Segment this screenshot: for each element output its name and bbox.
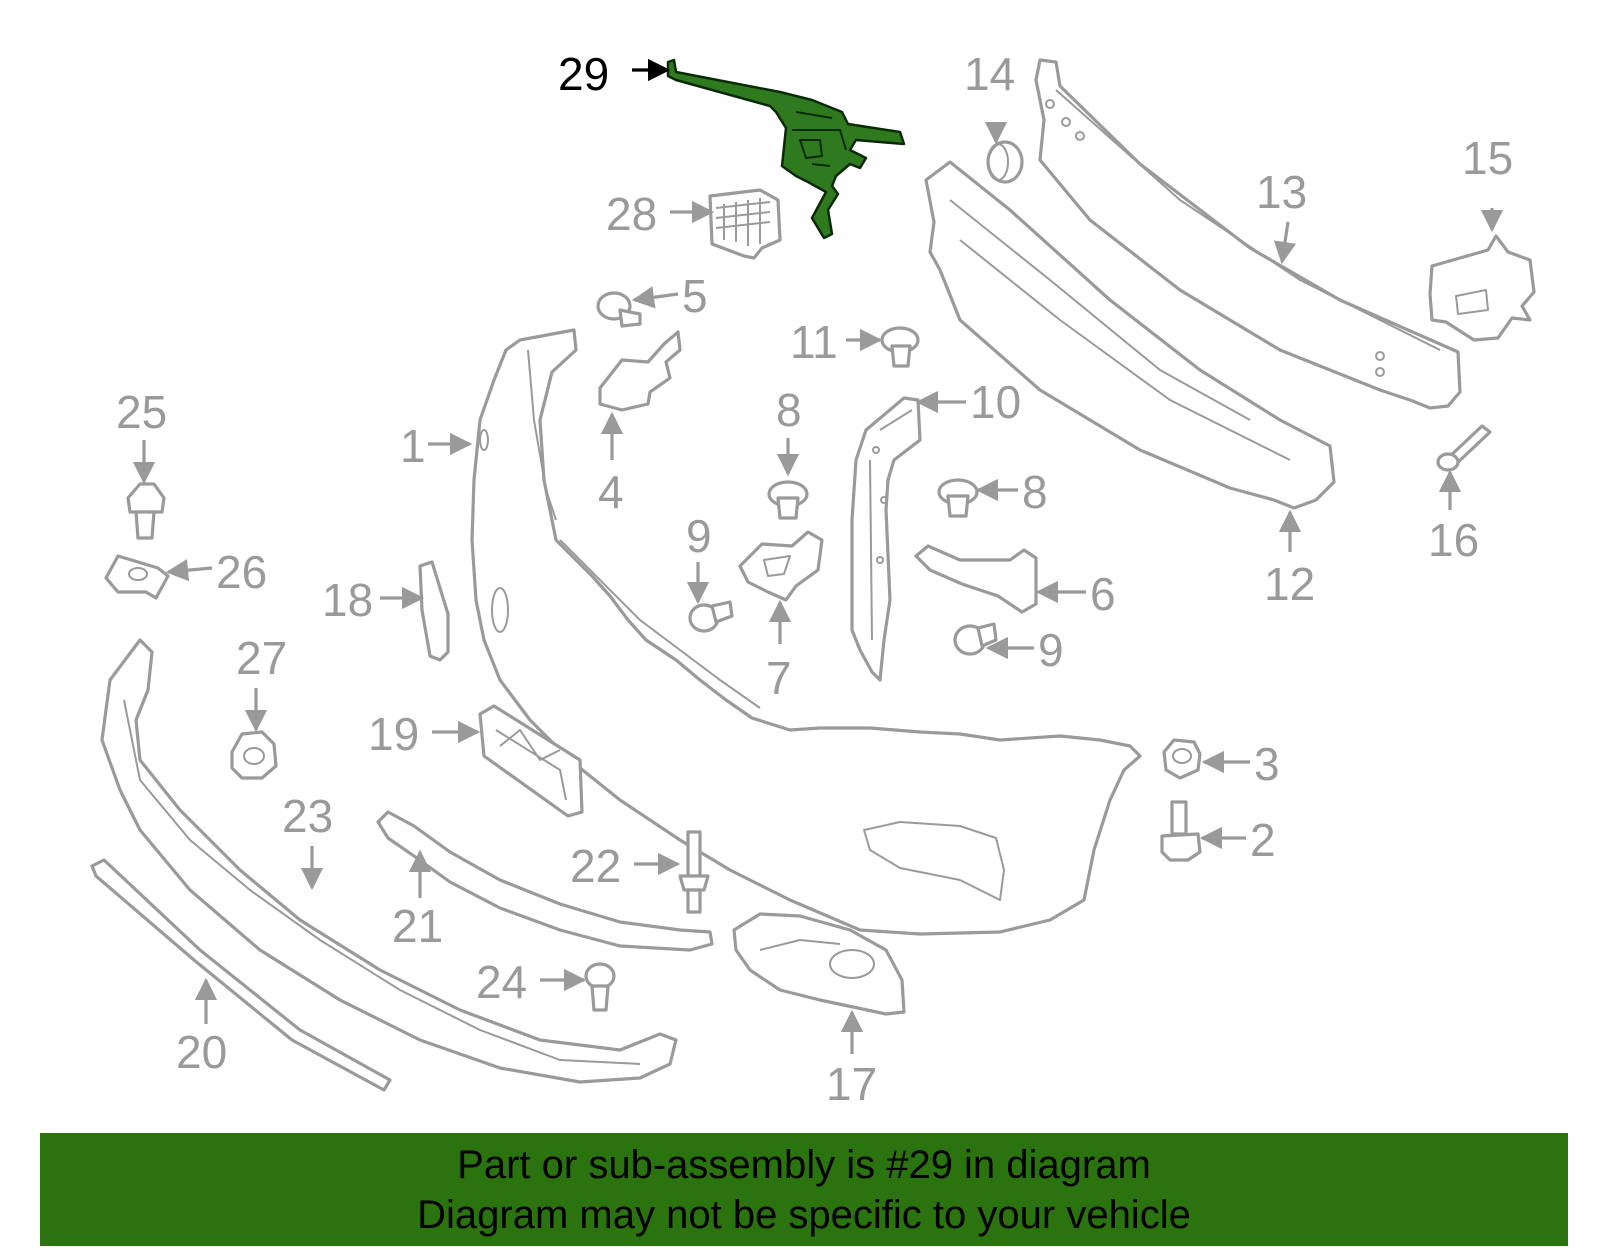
- part-9-clip-b[interactable]: [953, 622, 998, 656]
- part-23-valance[interactable]: [100, 638, 678, 1084]
- leader-13: [1273, 221, 1297, 265]
- part-13-reinforcement[interactable]: [1034, 58, 1462, 410]
- part-12-absorber[interactable]: [924, 160, 1336, 510]
- callout-25: 25: [116, 386, 167, 438]
- callout-1: 1: [400, 420, 426, 472]
- callout-27: 27: [236, 632, 287, 684]
- part-3-nut[interactable]: [1162, 738, 1202, 780]
- callout-12: 12: [1264, 558, 1315, 610]
- part-18-plate[interactable]: [418, 560, 450, 662]
- callout-19: 19: [368, 708, 419, 760]
- part-27-nut[interactable]: [230, 730, 278, 780]
- leader-5: [631, 286, 679, 309]
- callout-3: 3: [1254, 738, 1280, 790]
- part-2-bolt[interactable]: [1160, 800, 1202, 862]
- part-24-pin[interactable]: [584, 962, 616, 1012]
- callout-16: 16: [1428, 514, 1479, 566]
- part-5-pin[interactable]: [596, 291, 642, 328]
- part-1-bumper-cover[interactable]: [470, 328, 1142, 936]
- part-8-clip-a[interactable]: [767, 480, 809, 520]
- callout-23: 23: [282, 790, 333, 842]
- callout-8a: 8: [776, 384, 802, 436]
- callout-5: 5: [682, 270, 708, 322]
- part-22-pin[interactable]: [678, 830, 710, 914]
- part-19-insert[interactable]: [478, 704, 584, 818]
- callout-29: 29: [558, 48, 609, 100]
- callout-11: 11: [790, 316, 838, 368]
- part-6-bracket[interactable]: [914, 544, 1038, 614]
- part-7-bracket[interactable]: [738, 530, 824, 602]
- part-26-clip[interactable]: [104, 554, 170, 600]
- callout-8b: 8: [1022, 466, 1048, 518]
- banner-line-1: Part or sub-assembly is #29 in diagram: [457, 1142, 1151, 1187]
- callout-4: 4: [598, 466, 624, 518]
- part-10-bracket[interactable]: [850, 396, 922, 682]
- info-banner: Part or sub-assembly is #29 in diagram D…: [40, 1133, 1568, 1246]
- part-9-clip-a[interactable]: [688, 600, 734, 633]
- callout-9b: 9: [1038, 624, 1064, 676]
- callout-9a: 9: [686, 510, 712, 562]
- part-25-bolt[interactable]: [126, 482, 166, 540]
- callout-15: 15: [1462, 132, 1513, 184]
- leader-26: [165, 559, 213, 582]
- callout-18: 18: [322, 574, 373, 626]
- callout-20: 20: [176, 1026, 227, 1078]
- callout-13: 13: [1256, 166, 1307, 218]
- part-20-strip[interactable]: [90, 858, 392, 1092]
- part-29-sensor-bracket[interactable]: [666, 58, 906, 240]
- part-15-bracket[interactable]: [1428, 234, 1536, 342]
- callout-26: 26: [216, 546, 267, 598]
- callout-6: 6: [1090, 568, 1116, 620]
- part-16-bolt[interactable]: [1436, 424, 1492, 472]
- callout-17: 17: [826, 1058, 877, 1110]
- part-8-clip-b[interactable]: [937, 478, 979, 518]
- callout-28: 28: [606, 188, 657, 240]
- parts-diagram: 29 28 14 13 15 5 11 10 1 4 8 8 25 9 26 6…: [90, 48, 1536, 1110]
- part-21-trim[interactable]: [376, 810, 714, 952]
- callout-10: 10: [970, 376, 1021, 428]
- callout-14: 14: [964, 48, 1015, 100]
- part-4-bracket[interactable]: [598, 330, 682, 412]
- banner-line-2: Diagram may not be specific to your vehi…: [417, 1192, 1191, 1237]
- callout-24: 24: [476, 956, 527, 1008]
- callout-21: 21: [392, 900, 443, 952]
- part-14-plug[interactable]: [986, 140, 1024, 184]
- callout-22: 22: [570, 840, 621, 892]
- part-11-clip[interactable]: [880, 326, 920, 368]
- callout-2: 2: [1250, 814, 1276, 866]
- part-28-connector[interactable]: [708, 188, 782, 260]
- callout-7: 7: [766, 652, 792, 704]
- part-17-bezel[interactable]: [732, 912, 906, 1016]
